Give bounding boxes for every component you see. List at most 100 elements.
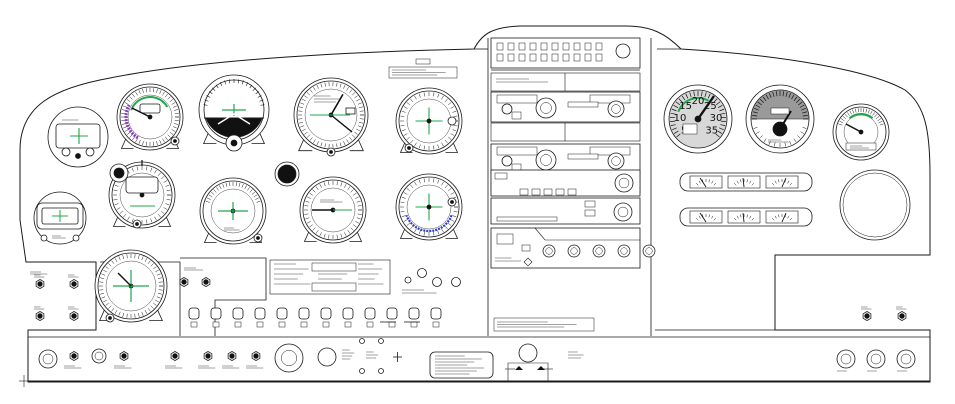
gauge-tick	[306, 134, 311, 138]
cutout-inner	[842, 172, 908, 238]
gauge-tick	[453, 115, 458, 117]
gauge-tick	[259, 99, 264, 102]
gauge-tick	[791, 94, 795, 100]
gauge-tick	[401, 215, 406, 218]
panel-knob-inner	[540, 102, 552, 114]
circuit-breaker	[68, 274, 79, 289]
tach-numeral: 25	[704, 101, 717, 112]
oil-green-arc	[848, 113, 874, 120]
gauge-tick	[150, 218, 153, 223]
panel-knob	[432, 277, 442, 287]
gauge-tick	[212, 87, 216, 91]
gauge-tick	[147, 308, 151, 312]
gauge-tick	[746, 179, 748, 183]
gauge-tick	[349, 89, 353, 93]
panel-knob-inner	[611, 156, 621, 166]
gauge-tick	[357, 213, 362, 215]
gauge-tick	[800, 131, 804, 134]
gauge-tick	[746, 214, 748, 218]
gauge-tick	[99, 289, 104, 291]
gauge-tick	[357, 205, 362, 207]
gauge-tick	[410, 184, 414, 189]
gauge-tick	[153, 88, 155, 93]
gauge-tick	[839, 120, 844, 124]
gauge-tick	[135, 138, 138, 143]
gauge-tick	[134, 254, 136, 259]
gauge-tick	[252, 87, 256, 91]
airspeed-indicator	[116, 83, 184, 151]
gauge-tick	[713, 182, 717, 186]
gauge-tick	[129, 134, 133, 138]
turn-coordinator	[199, 177, 267, 245]
gauge-tick	[350, 227, 354, 231]
gauge-tick	[132, 93, 135, 98]
transponder-code	[555, 188, 565, 196]
gauge-tick	[123, 126, 127, 129]
gauge-tick	[173, 105, 177, 108]
gauge-tick	[126, 313, 128, 318]
gauge-tick	[165, 93, 168, 98]
gauge-tick	[433, 231, 435, 236]
gauge-tick	[877, 118, 882, 122]
panel-border	[19, 25, 931, 383]
suction-gauge-center	[113, 167, 125, 179]
gauge-tick	[406, 102, 411, 106]
panel-outline	[19, 25, 931, 387]
gauge-tick	[799, 104, 805, 108]
gauge-tick	[695, 217, 699, 221]
panel-knob-inner	[617, 206, 629, 218]
circuit-breaker	[251, 351, 261, 361]
adjust-knob-center	[407, 146, 411, 150]
gauge-tick	[749, 180, 752, 184]
gauge-tick	[216, 187, 219, 191]
gauge-tick	[787, 215, 790, 219]
gauge-tick	[138, 312, 140, 317]
strip-needle	[781, 212, 787, 223]
gauge-tick	[717, 130, 723, 134]
gauge-tick	[447, 188, 452, 192]
gauge-tick	[208, 91, 213, 95]
gauge-tick	[771, 182, 775, 186]
gauge-tick	[414, 95, 417, 100]
gauge-tick	[157, 293, 162, 295]
gauge-tick	[418, 93, 421, 98]
gauge-tick	[796, 98, 801, 103]
gauge-tick	[670, 112, 676, 115]
gauge-tick	[153, 266, 157, 270]
gauge-tick	[103, 269, 107, 273]
gauge-tick	[733, 182, 737, 186]
mount-ear	[202, 129, 217, 144]
gauge-tick	[129, 96, 133, 100]
gauge-tick	[305, 200, 310, 203]
gauge-tick	[105, 266, 109, 270]
gauge-tick	[249, 84, 253, 89]
gauge-tick	[256, 200, 261, 203]
circuit-breaker	[69, 351, 79, 361]
switch-label	[388, 321, 396, 328]
vertical-speed-indicator	[299, 176, 367, 244]
gauge-tick	[423, 92, 425, 97]
gauge-tick	[356, 98, 361, 102]
small-knob	[359, 368, 365, 374]
breaker-button	[205, 353, 211, 359]
gauge-tick	[844, 113, 848, 118]
radio-stack	[490, 37, 656, 332]
gauge-tick	[410, 98, 414, 103]
transponder-code	[519, 188, 529, 196]
strip-needle	[742, 177, 745, 188]
gauge-tick	[441, 228, 444, 233]
gauge-tick	[122, 312, 124, 317]
gauge-tick	[300, 102, 305, 105]
gauge-tick	[159, 140, 162, 144]
mount-ear	[349, 135, 364, 152]
lower-knob-inner	[870, 353, 882, 365]
tach-numeral: 10	[674, 113, 687, 124]
small-knob	[378, 338, 384, 344]
gauge-tick	[166, 189, 171, 191]
gauge-tick	[356, 128, 361, 132]
gauge-tick	[852, 109, 855, 114]
gauge-tick	[410, 139, 414, 144]
gauge-tick	[298, 106, 303, 109]
gauge-tick	[113, 189, 118, 191]
